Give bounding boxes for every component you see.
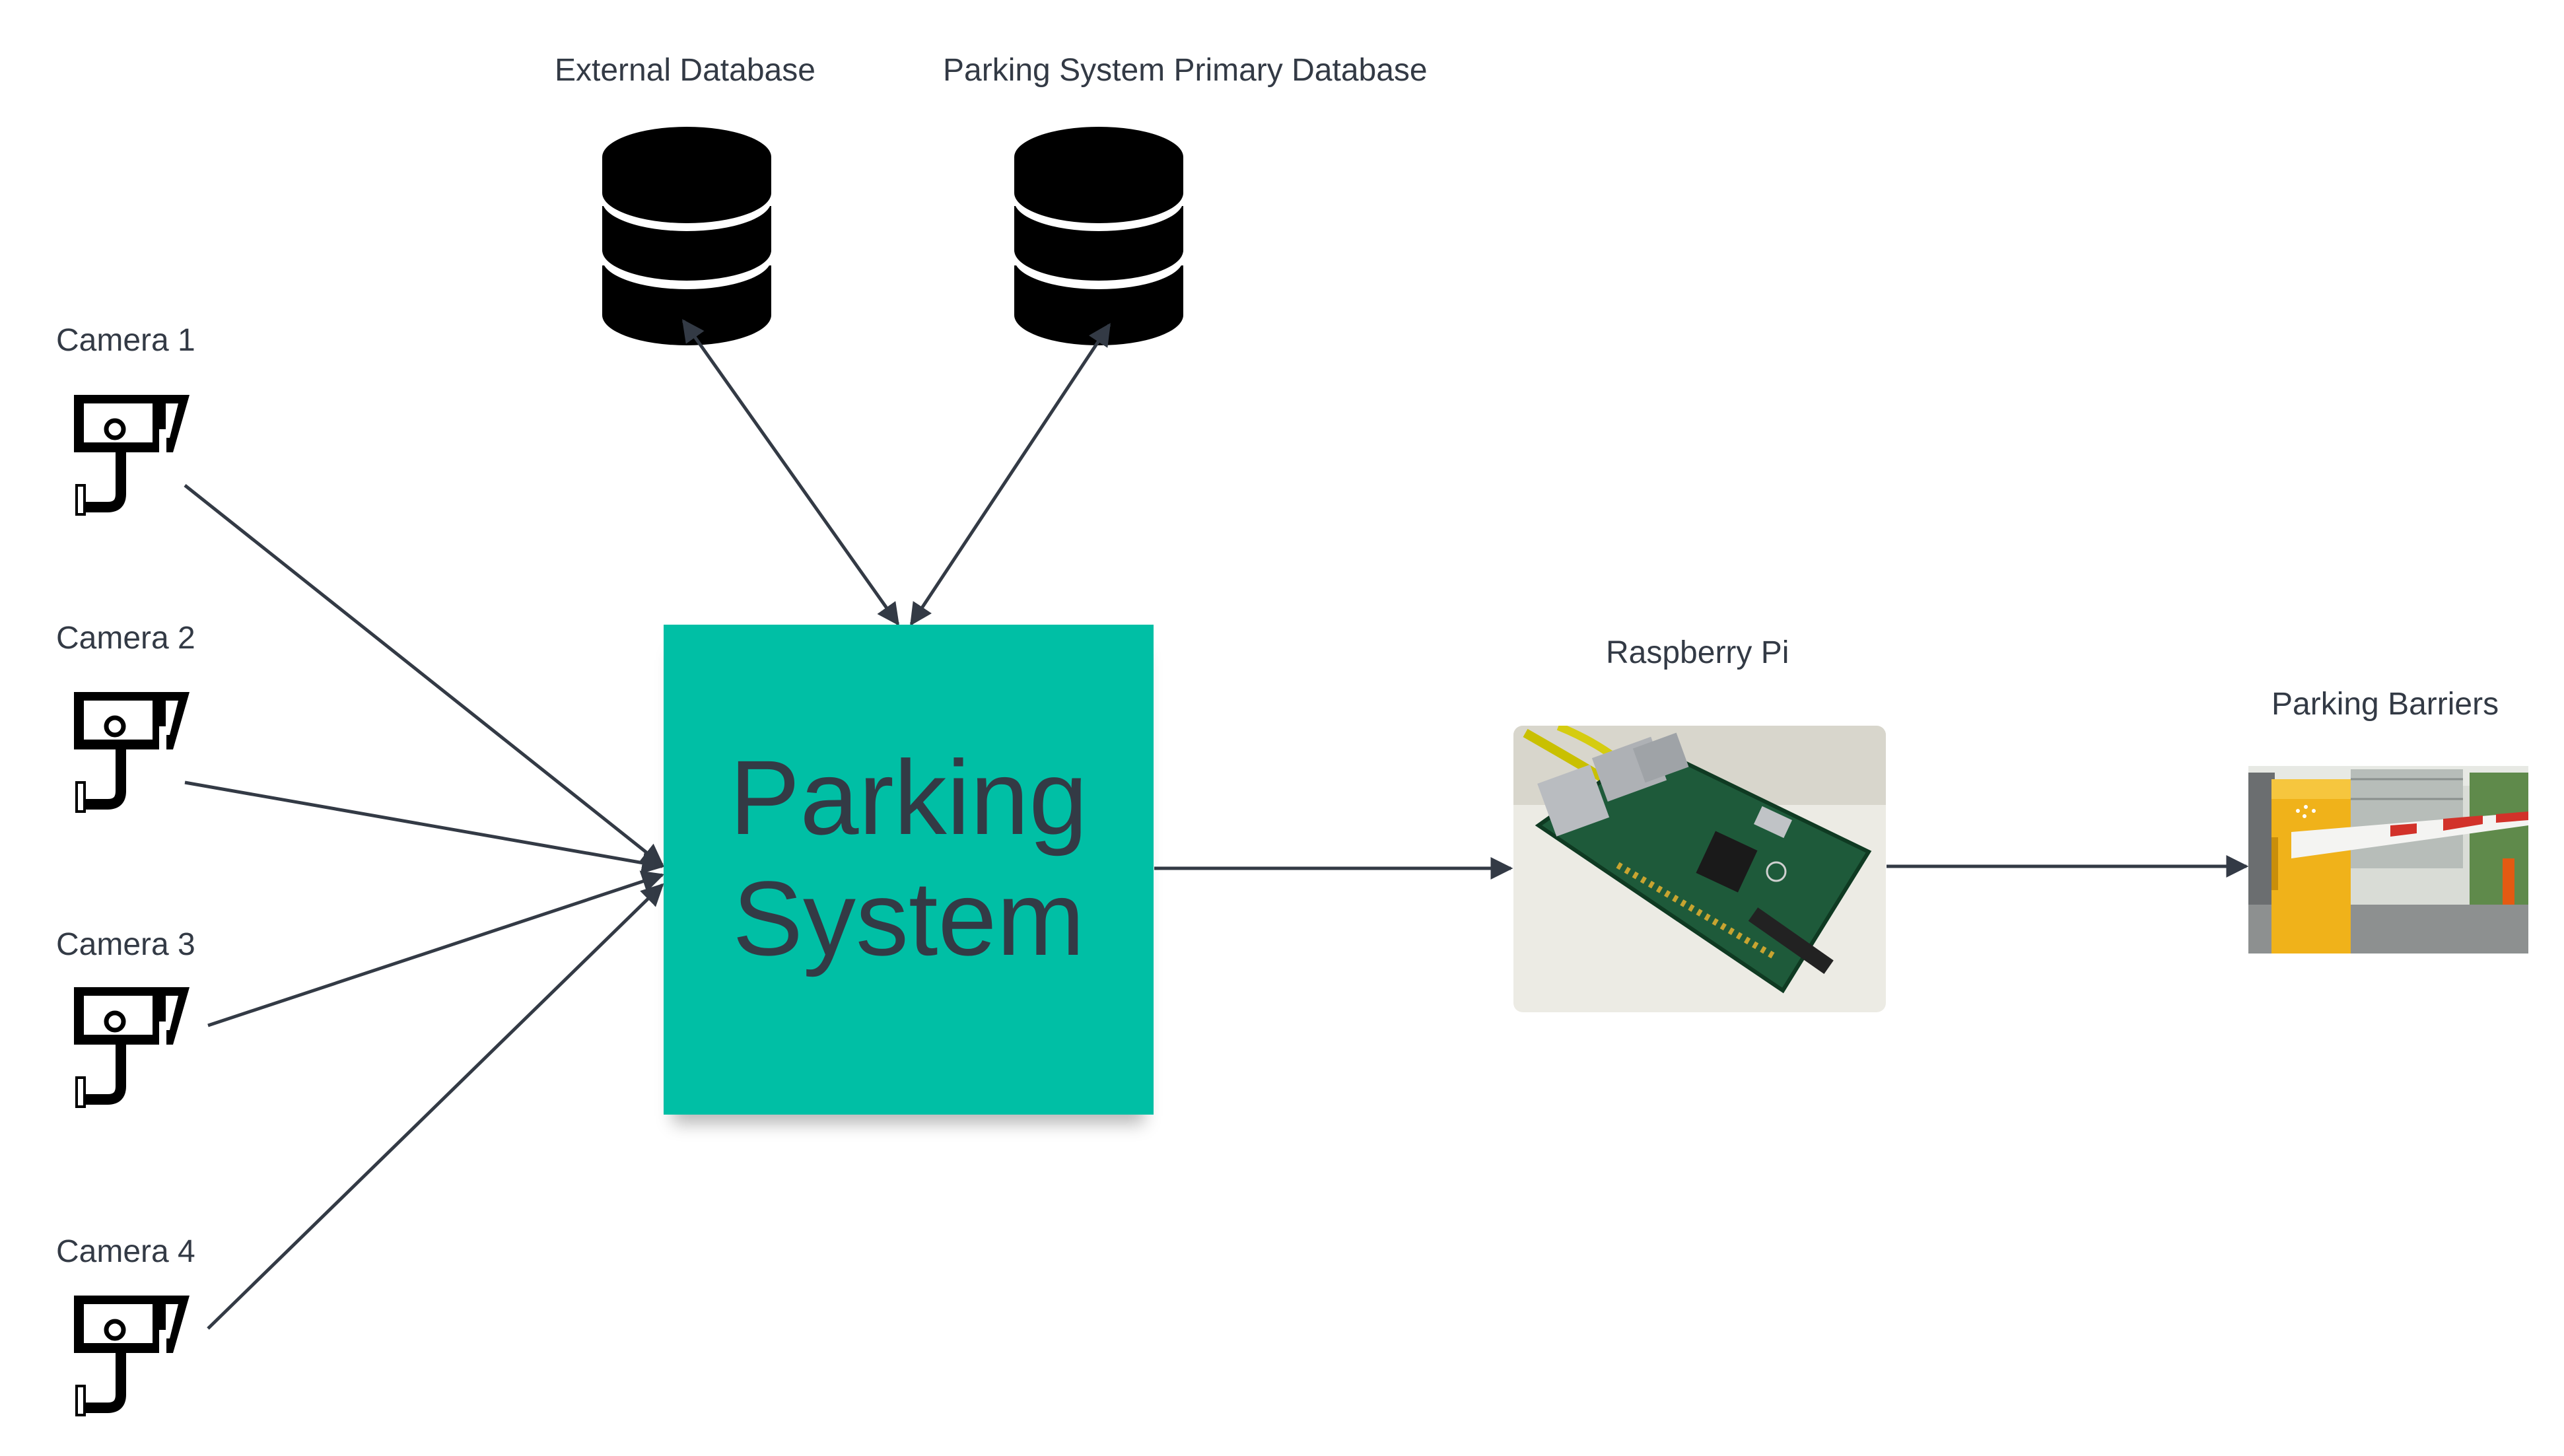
external-database-label: External Database: [555, 53, 815, 88]
camera-1-label: Camera 1: [56, 323, 195, 358]
connector-camera1-system: [184, 484, 664, 867]
parking-system-title: Parking System: [664, 737, 1154, 979]
external-database-icon: [602, 127, 771, 345]
parking-system-box: Parking System: [664, 625, 1154, 1115]
camera-2-icon: [74, 692, 190, 813]
parking-system-title-line1: Parking: [729, 738, 1088, 856]
raspberry-pi-image: [1513, 726, 1886, 1012]
camera-1-icon: [74, 395, 190, 516]
connector-camera4-system: [207, 883, 664, 1330]
connector-primary-db-system: [909, 323, 1111, 626]
camera-3-icon: [74, 987, 190, 1108]
connector-camera2-system: [184, 780, 665, 874]
connector-camera3-system: [207, 870, 665, 1027]
camera-3-label: Camera 3: [56, 927, 195, 962]
connector-external-db-system: [681, 319, 900, 626]
primary-database-label: Parking System Primary Database: [943, 53, 1428, 88]
camera-2-label: Camera 2: [56, 621, 195, 656]
camera-4-label: Camera 4: [56, 1234, 195, 1269]
raspberry-pi-label: Raspberry Pi: [1606, 635, 1789, 670]
parking-system-title-line2: System: [732, 859, 1085, 977]
parking-barriers-label: Parking Barriers: [2271, 687, 2499, 722]
camera-4-icon: [74, 1296, 190, 1416]
parking-barrier-image: [2248, 766, 2528, 953]
primary-database-icon: [1014, 127, 1183, 345]
